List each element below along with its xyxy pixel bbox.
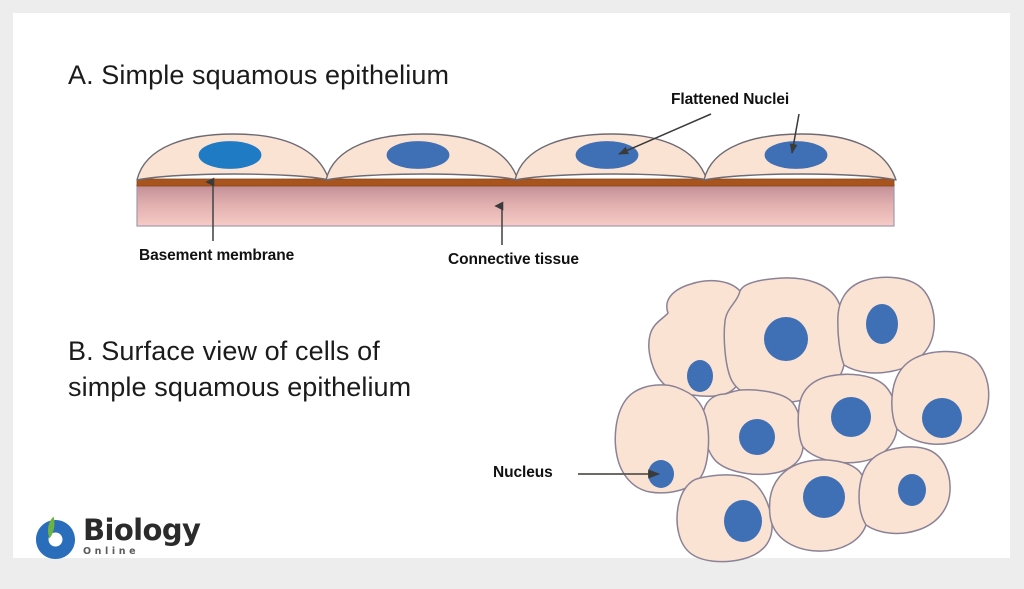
arrow-flattened-nuclei-right bbox=[789, 113, 800, 154]
panel-b-heading-line2: simple squamous epithelium bbox=[68, 372, 412, 402]
cluster-cell bbox=[702, 389, 804, 476]
label-nucleus: Nucleus bbox=[493, 464, 553, 481]
logo-leaf-shape bbox=[47, 516, 55, 539]
cluster-cell bbox=[858, 446, 951, 535]
cell-nucleus bbox=[687, 360, 713, 392]
cell-nucleus bbox=[764, 141, 828, 169]
cell-nucleus bbox=[866, 304, 898, 344]
panel-b-heading-line1: B. Surface view of cells of bbox=[68, 336, 380, 366]
label-basement-membrane: Basement membrane bbox=[139, 247, 295, 264]
cluster-cell bbox=[723, 277, 847, 404]
connective-tissue-layer bbox=[136, 184, 895, 227]
cluster-cell bbox=[614, 384, 710, 494]
cell-nucleus bbox=[764, 317, 808, 361]
squamous-cell bbox=[325, 133, 519, 181]
logo-subtitle: Online bbox=[83, 546, 140, 557]
cell-nucleus bbox=[803, 476, 845, 518]
logo-wordmark: Biology bbox=[83, 513, 201, 547]
label-connective-tissue: Connective tissue bbox=[448, 251, 579, 268]
squamous-cell-cluster bbox=[614, 276, 990, 563]
squamous-cell bbox=[514, 133, 708, 181]
panel-a-leader-lines bbox=[205, 113, 800, 245]
panel-a-heading: A. Simple squamous epithelium bbox=[68, 60, 450, 90]
cell-membrane bbox=[891, 350, 990, 445]
cell-nucleus bbox=[198, 141, 262, 169]
connective-tissue-band bbox=[136, 184, 895, 227]
slide-content-card: A. Simple squamous epithelium B. Surface… bbox=[13, 13, 1010, 563]
cell-membrane bbox=[614, 384, 710, 494]
cell-nucleus bbox=[831, 397, 871, 437]
biology-online-leaf-circle-icon bbox=[36, 516, 75, 559]
cell-nucleus bbox=[648, 460, 674, 488]
cell-nucleus bbox=[739, 419, 775, 455]
logo-circle-shape bbox=[36, 520, 75, 559]
cell-nucleus bbox=[575, 141, 639, 169]
cluster-cell bbox=[797, 373, 899, 464]
cluster-cell bbox=[891, 350, 990, 445]
cluster-cell bbox=[768, 459, 870, 552]
cluster-cell bbox=[837, 276, 935, 374]
panel-b-heading: B. Surface view of cells of simple squam… bbox=[68, 333, 411, 405]
slide-canvas: A. Simple squamous epithelium B. Surface… bbox=[13, 13, 1010, 563]
biology-online-logo[interactable]: Biology Online bbox=[33, 513, 203, 565]
cell-nucleus bbox=[922, 398, 962, 438]
cell-nucleus bbox=[386, 141, 450, 169]
squamous-cell bbox=[703, 133, 897, 181]
epithelium-diagram bbox=[136, 113, 990, 563]
label-flattened-nuclei: Flattened Nuclei bbox=[671, 91, 790, 108]
squamous-cell-row bbox=[136, 133, 897, 181]
cell-nucleus bbox=[898, 474, 926, 506]
cluster-cell bbox=[648, 279, 750, 397]
arrow-flattened-nuclei-left bbox=[618, 113, 712, 155]
cell-nucleus bbox=[724, 500, 762, 542]
squamous-cell bbox=[136, 133, 330, 181]
logo-text-block: Biology Online bbox=[83, 515, 203, 558]
cluster-cell bbox=[676, 474, 773, 563]
